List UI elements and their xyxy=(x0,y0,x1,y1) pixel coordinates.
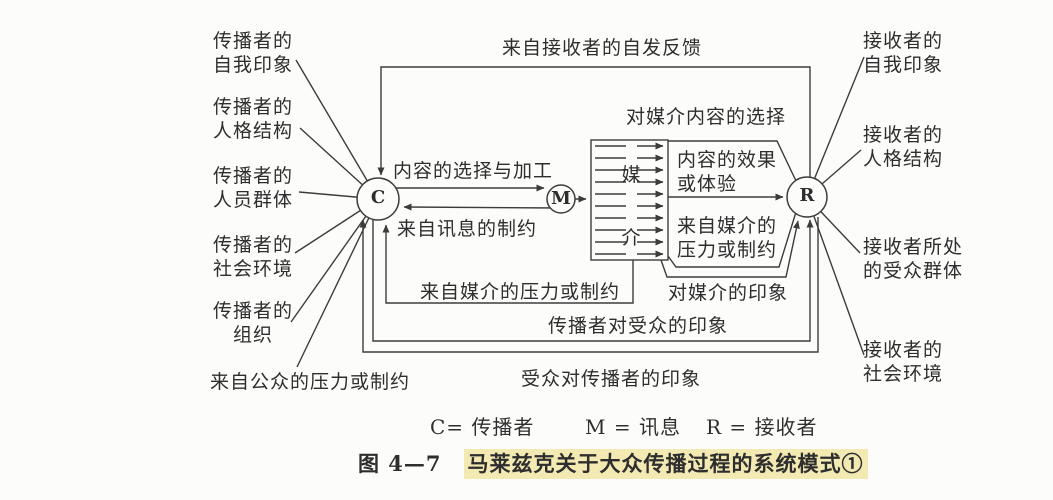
figure-caption: 图 4—7 马莱兹克关于大众传播过程的系统模式① xyxy=(358,448,868,479)
label-content-selection-processing: 内容的选择与加工 xyxy=(393,160,554,182)
label-communicator-personality: 传播者的 人格结构 xyxy=(212,96,293,142)
media-pressure-to-c-line xyxy=(382,224,634,304)
node-c-letter: C xyxy=(370,187,386,208)
label-content-effect: 内容的效果 或体验 xyxy=(677,149,778,195)
figure-title-highlighted: 马莱兹克关于大众传播过程的系统模式① xyxy=(463,449,868,479)
funnel-top-edge xyxy=(668,140,798,184)
media-hatch-arrows xyxy=(595,142,664,258)
figure-number: 图 4—7 xyxy=(358,451,442,476)
label-message-constraint: 来自讯息的制约 xyxy=(397,218,538,240)
label-media-pressure-on-communicator: 来自媒介的压力或制约 xyxy=(420,281,621,303)
label-public-pressure: 来自公众的压力或制约 xyxy=(210,371,411,393)
label-communicator-organization: 传播者的 组织 xyxy=(212,300,293,346)
label-communicator-team: 传播者的 人员群体 xyxy=(212,165,293,211)
funnel-bottom-edge xyxy=(667,211,797,268)
label-spontaneous-feedback: 来自接收者的自发反馈 xyxy=(502,37,703,59)
label-receiver-self-image: 接收者的 自我印象 xyxy=(863,30,944,76)
legend-r: R = 接收者 xyxy=(706,415,818,439)
label-media-impression: 对媒介的印象 xyxy=(668,282,789,304)
label-media-content-selection: 对媒介内容的选择 xyxy=(626,106,787,128)
legend-m: M = 讯息 xyxy=(585,415,681,439)
media-box-char-2: 介 xyxy=(621,227,641,249)
label-receiver-audience-group: 接收者所处 的受众群体 xyxy=(863,236,964,282)
label-audience-impression-of-communicator: 受众对传播者的印象 xyxy=(521,368,702,390)
receiver-factor-lines xyxy=(806,56,865,356)
m-to-c-arrow xyxy=(403,203,562,211)
label-receiver-personality: 接收者的 人格结构 xyxy=(863,124,944,170)
node-m-letter: M xyxy=(551,188,571,209)
label-media-pressure-on-receiver: 来自媒介的 压力或制约 xyxy=(677,215,778,261)
label-communicator-impression-of-audience: 传播者对受众的印象 xyxy=(548,315,729,337)
media-impression-line xyxy=(660,220,800,278)
label-communicator-self-image: 传播者的 自我印象 xyxy=(212,30,293,76)
label-communicator-social-environment: 传播者的 社会环境 xyxy=(212,234,293,280)
audience-impression-line xyxy=(359,217,819,353)
node-r-letter: R xyxy=(799,185,815,206)
receiver-node-circle xyxy=(786,176,828,218)
communicator-node-circle xyxy=(356,177,400,221)
label-receiver-social-environment: 接收者的 社会环境 xyxy=(863,339,944,385)
message-node-circle xyxy=(546,184,576,214)
legend-c: C= 传播者 xyxy=(430,415,535,439)
feedback-loop-line xyxy=(377,66,811,178)
communicator-impression-line xyxy=(372,219,814,342)
media-box-char-1: 媒 xyxy=(621,164,641,186)
media-box xyxy=(590,139,669,261)
connector-lines xyxy=(290,56,865,368)
